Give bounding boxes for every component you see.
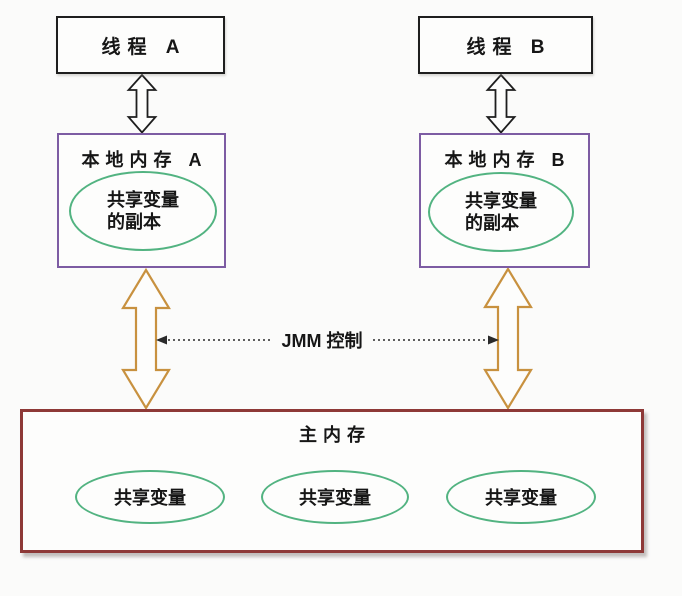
- shared-variable-label-3: 共享变量: [485, 488, 557, 508]
- jmm-control-left-arrowhead-icon: [156, 335, 167, 345]
- shared-variable-copy-b-line1: 共享变量: [465, 190, 537, 211]
- thread-a-box: 线程 A: [56, 16, 225, 74]
- local-a-main-memory-double-arrow-icon: [121, 267, 171, 411]
- shared-variable-label-1: 共享变量: [114, 488, 186, 508]
- shared-variable-ellipse-1: 共享变量: [75, 470, 225, 524]
- shared-variable-copy-a-ellipse: 共享变量 的副本: [69, 171, 217, 251]
- thread-b-local-b-double-arrow-icon: [485, 73, 517, 134]
- shared-variable-label-2: 共享变量: [299, 488, 371, 508]
- local-memory-b-title: 本地内存 B: [444, 150, 571, 170]
- shared-variable-ellipse-2: 共享变量: [261, 470, 409, 524]
- jmm-control-right-arrowhead-icon: [488, 335, 499, 345]
- shared-variable-copy-a-label: 共享变量 的副本: [107, 189, 179, 234]
- shared-variable-ellipse-3: 共享变量: [446, 470, 596, 524]
- shared-variable-copy-a-line2: 的副本: [107, 212, 161, 232]
- thread-a-local-a-double-arrow-icon: [126, 73, 158, 134]
- shared-variable-copy-b-label: 共享变量 的副本: [465, 190, 537, 235]
- shared-variable-copy-b-line2: 的副本: [465, 213, 519, 233]
- shared-variable-copy-a-line1: 共享变量: [107, 189, 179, 210]
- local-memory-a-title: 本地内存 A: [81, 150, 208, 170]
- main-memory-title: 主内存: [299, 425, 371, 445]
- thread-a-label: 线程 A: [101, 36, 187, 58]
- thread-b-label: 线程 B: [466, 36, 552, 58]
- local-b-main-memory-double-arrow-icon: [483, 266, 533, 411]
- shared-variable-copy-b-ellipse: 共享变量 的副本: [428, 172, 574, 252]
- thread-b-box: 线程 B: [418, 16, 593, 74]
- jmm-control-label: JMM 控制: [271, 328, 373, 354]
